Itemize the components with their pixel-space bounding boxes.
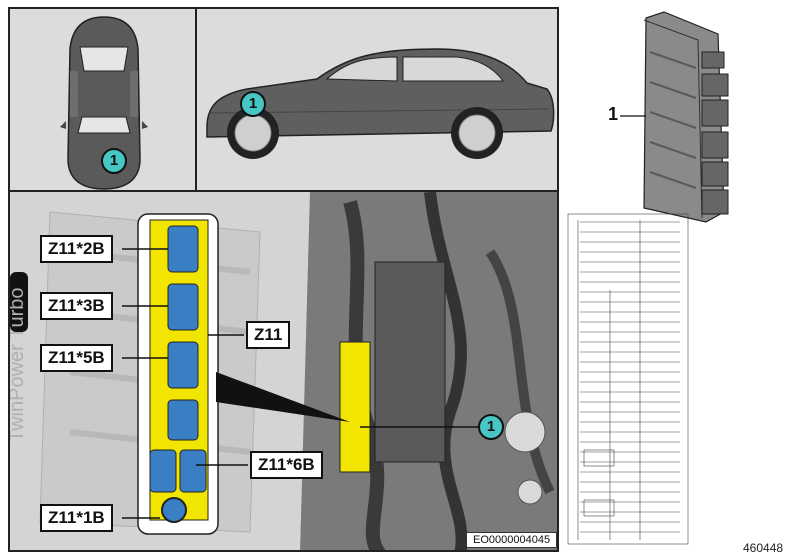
part-number: 460448 bbox=[743, 541, 784, 555]
location-marker-top: 1 bbox=[101, 148, 127, 174]
car-top-view-illustration bbox=[60, 16, 148, 190]
callout-z11-6b: Z11*6B bbox=[250, 451, 323, 479]
callout-z11-2b: Z11*2B bbox=[40, 235, 113, 263]
callout-z11: Z11 bbox=[246, 321, 291, 349]
callout-z11-5b: Z11*5B bbox=[40, 344, 113, 372]
part-label: 1 bbox=[608, 104, 619, 124]
location-marker-side: 1 bbox=[240, 91, 266, 117]
car-side-view-illustration bbox=[206, 48, 555, 159]
location-marker-engine: 1 bbox=[478, 414, 504, 440]
engine-bay-panel: TwinPower Turbo Z11*2B Z11*3B Z11*5B Z11… bbox=[8, 190, 559, 552]
callout-z11-3b: Z11*3B bbox=[40, 292, 113, 320]
reference-code: EO0000004045 bbox=[466, 532, 557, 548]
top-view-panel: 1 bbox=[8, 7, 197, 192]
side-view-panel: 1 bbox=[195, 7, 559, 192]
wiring-schematic bbox=[567, 213, 689, 545]
fuse-box-part bbox=[643, 11, 729, 223]
engine-cover-text: TwinPower Turbo bbox=[8, 287, 28, 442]
callout-z11-1b: Z11*1B bbox=[40, 504, 113, 532]
